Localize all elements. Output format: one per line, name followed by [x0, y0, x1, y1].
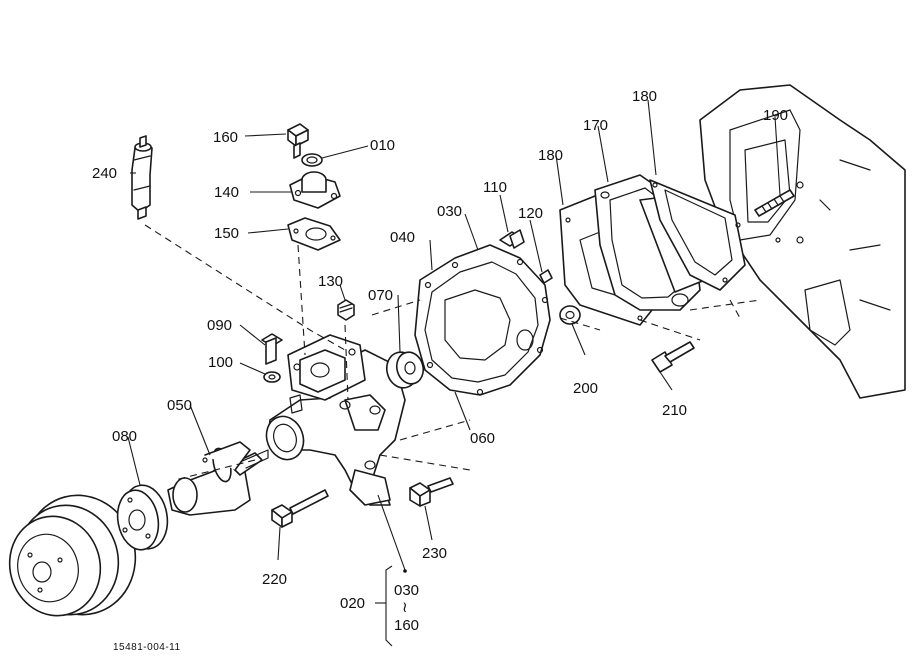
callout-210: 210: [662, 402, 687, 419]
callout-020: 020: [340, 595, 365, 612]
fan-pulley: [8, 494, 137, 617]
thermostat-cover-140: [289, 171, 341, 209]
bolt-120: [539, 269, 553, 284]
callout-150: 150: [214, 225, 239, 242]
bolt-220: [271, 489, 329, 528]
water-pump-body: [265, 334, 406, 506]
nut-200: [559, 305, 581, 325]
callout-060: 060: [470, 430, 495, 447]
bolt-230: [409, 477, 454, 507]
range-from: 030: [394, 582, 419, 599]
callout-120: 120: [518, 205, 543, 222]
range-to: 160: [394, 617, 419, 634]
callout-180-rear: 180: [632, 88, 657, 105]
stud-190: [754, 189, 795, 217]
callout-030: 030: [437, 203, 462, 220]
assembly-bracket: [375, 565, 393, 647]
callout-040: 040: [390, 229, 415, 246]
bolt-090: [261, 333, 283, 365]
callout-080: 080: [112, 428, 137, 445]
callout-070: 070: [368, 287, 393, 304]
callout-090: 090: [207, 317, 232, 334]
assembly-lines: [144, 224, 761, 481]
callout-180-front: 180: [538, 147, 563, 164]
pump-shaft-bearing: [167, 441, 269, 516]
callout-100: 100: [208, 354, 233, 371]
plug-130: [337, 299, 355, 321]
callout-240: 240: [92, 165, 117, 182]
callout-110: 110: [483, 179, 507, 196]
gasket-150: [287, 217, 341, 251]
pump-cover: [414, 244, 551, 396]
leader-lines: [127, 99, 781, 573]
bolt-160: [287, 123, 309, 159]
bolt-210: [651, 341, 695, 373]
gasket-180-rear: [649, 179, 746, 291]
callout-190: 190: [763, 107, 788, 124]
washer-100: [263, 371, 281, 383]
bolt-110: [499, 229, 525, 249]
callout-220: 220: [262, 571, 287, 588]
range-separator: ≀: [402, 599, 408, 616]
callout-230: 230: [422, 545, 447, 562]
callout-labels: 160 010 240 140 150 130 090 100 050 080 …: [92, 88, 788, 653]
callout-200: 200: [573, 380, 598, 397]
drawing-code: 15481-004-11: [113, 642, 181, 653]
callout-140: 140: [214, 184, 239, 201]
callout-010: 010: [370, 137, 395, 154]
callout-050: 050: [167, 397, 192, 414]
o-ring-010: [301, 153, 323, 167]
part-240: [131, 135, 153, 220]
callout-130: 130: [318, 273, 343, 290]
pulley-flange: [116, 484, 169, 551]
callout-170: 170: [583, 117, 608, 134]
callout-160: 160: [213, 129, 238, 146]
